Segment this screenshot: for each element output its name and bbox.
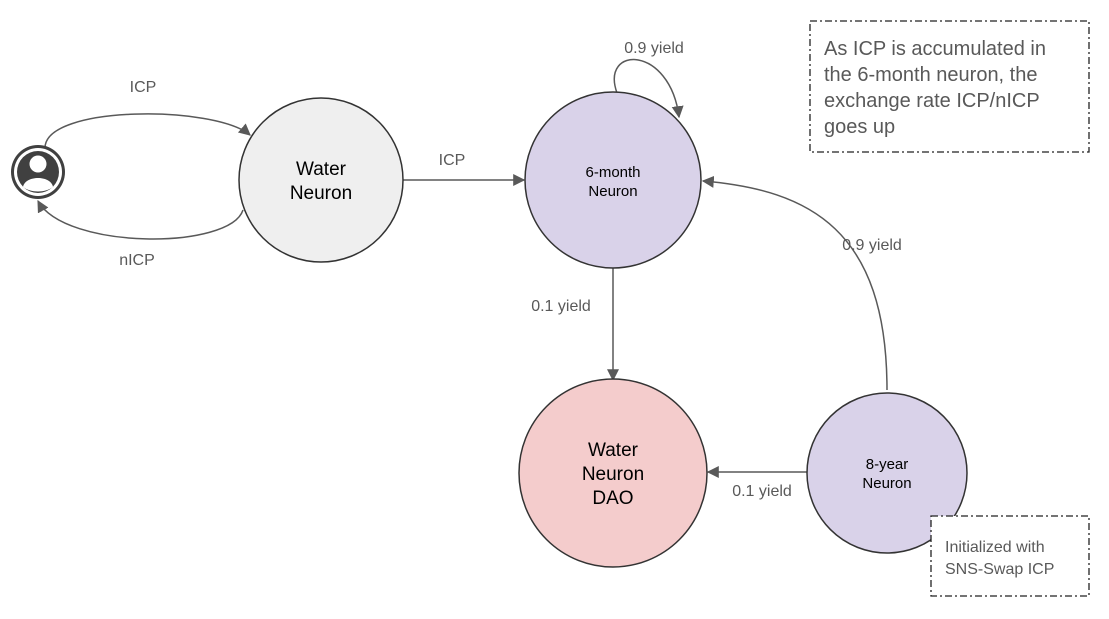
- note-exchange-rate-line3: exchange rate ICP/nICP: [824, 90, 1040, 112]
- edge-user-to-water-neuron[interactable]: [44, 113, 251, 149]
- edge-label-8-year-to-6-month: 0.9 yield: [842, 237, 902, 254]
- dao-label-line1: Water: [588, 440, 639, 461]
- note-exchange-rate-line1: As ICP is accumulated in: [824, 38, 1046, 60]
- node-6-month-neuron[interactable]: 6-month Neuron: [524, 91, 702, 269]
- six-month-label-line1: 6-month: [585, 164, 640, 181]
- node-8-year-neuron[interactable]: 8-year Neuron: [806, 392, 968, 554]
- edge-water-neuron-to-user[interactable]: [37, 199, 244, 240]
- edge-label-water-neuron-to-user: nICP: [119, 252, 155, 269]
- node-water-neuron-dao[interactable]: Water Neuron DAO: [518, 378, 708, 568]
- eight-year-label-line2: Neuron: [862, 475, 911, 492]
- note-initialized-line2: SNS-Swap ICP: [945, 561, 1054, 578]
- dao-label-line2: Neuron: [582, 464, 644, 485]
- edge-6-month-self-loop[interactable]: [613, 58, 684, 119]
- note-exchange-rate-line4: goes up: [824, 116, 895, 138]
- edge-label-8-year-to-dao: 0.1 yield: [732, 483, 792, 500]
- edge-label-user-to-water-neuron: ICP: [130, 79, 157, 96]
- note-initialized-line1: Initialized with: [945, 539, 1045, 556]
- note-exchange-rate-line2: the 6-month neuron, the: [824, 64, 1037, 86]
- user-avatar-icon[interactable]: [11, 145, 65, 199]
- note-initialized: Initialized with SNS-Swap ICP: [930, 515, 1090, 597]
- node-water-neuron[interactable]: Water Neuron: [238, 97, 404, 263]
- note-exchange-rate: As ICP is accumulated in the 6-month neu…: [809, 20, 1090, 153]
- edge-label-6-month-to-dao: 0.1 yield: [531, 298, 591, 315]
- edge-label-water-neuron-to-6-month: ICP: [439, 152, 466, 169]
- dao-label-line3: DAO: [592, 488, 633, 509]
- water-neuron-label-line2: Neuron: [290, 183, 352, 204]
- edge-label-6-month-self-loop: 0.9 yield: [624, 40, 684, 57]
- eight-year-label-line1: 8-year: [866, 456, 909, 473]
- water-neuron-label-line1: Water: [296, 159, 347, 180]
- six-month-label-line2: Neuron: [588, 183, 637, 200]
- edge-8-year-to-6-month[interactable]: [701, 175, 888, 391]
